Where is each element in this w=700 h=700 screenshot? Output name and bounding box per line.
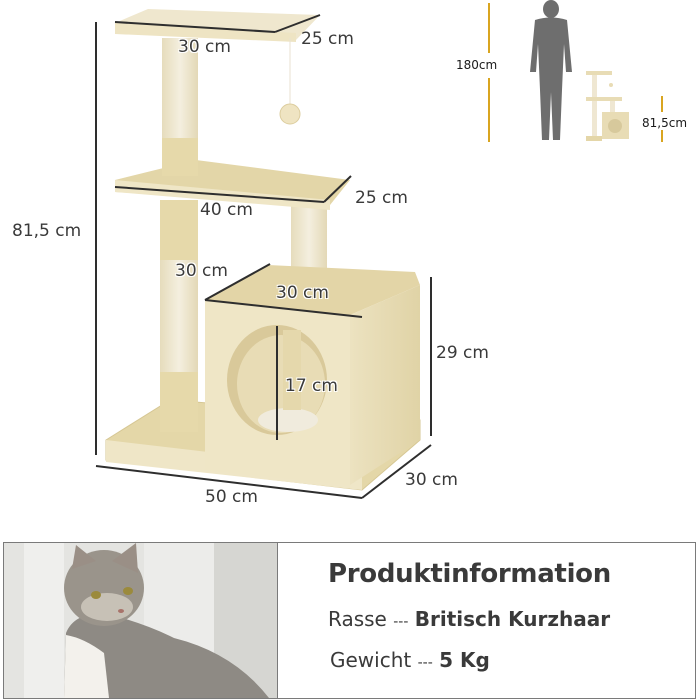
weight-value: 5 Kg [439,648,490,672]
top-post [162,38,198,176]
mini-cat-tree-icon [586,71,629,141]
middle-depth-line [323,175,352,203]
top-depth-label: 25 cm [301,29,354,49]
top-width-label: 30 cm [178,37,231,57]
scale-comparison [488,0,663,142]
person-height-label: 180cm [456,58,498,72]
box-depth-label: 30 cm [175,261,228,281]
product-info-title: Produktinformation [328,559,611,589]
breed-label: Rasse [328,607,387,631]
cat-photo [4,543,278,698]
product-info-panel: Produktinformation Rasse --- Britisch Ku… [3,542,696,699]
base-width-line [95,465,363,499]
breed-value: Britisch Kurzhaar [414,607,611,631]
base-depth-label: 30 cm [405,470,458,490]
british-shorthair-cat-image [4,543,277,698]
person-silhouette-icon [530,0,572,140]
hanging-ball-toy [279,38,301,125]
weight-label: Gewicht [330,648,412,672]
middle-width-line [114,186,325,203]
weight-row: Gewicht --- 5 Kg [330,648,490,672]
base-depth-line [361,444,432,499]
box-width-label: 30 cm [276,283,329,303]
opening-height-label: 17 cm [285,376,338,396]
cat-tree-diagram [95,9,432,499]
box-width-line [204,299,363,318]
dimension-lines [95,14,432,499]
breed-separator: --- [393,614,409,630]
left-post [160,200,198,432]
box-depth-line [204,263,271,301]
top-width-line [114,21,276,33]
middle-width-label: 40 cm [200,200,253,220]
product-info-text: Produktinformation Rasse --- Britisch Ku… [278,543,695,698]
box-height-label: 29 cm [436,343,489,363]
breed-row: Rasse --- Britisch Kurzhaar [328,607,610,631]
top-depth-line [274,14,321,33]
base-width-label: 50 cm [205,487,258,507]
product-height-label: 81,5cm [642,116,688,130]
middle-depth-label: 25 cm [355,188,408,208]
weight-separator: --- [417,655,433,671]
overall-height-label: 81,5 cm [12,221,82,241]
